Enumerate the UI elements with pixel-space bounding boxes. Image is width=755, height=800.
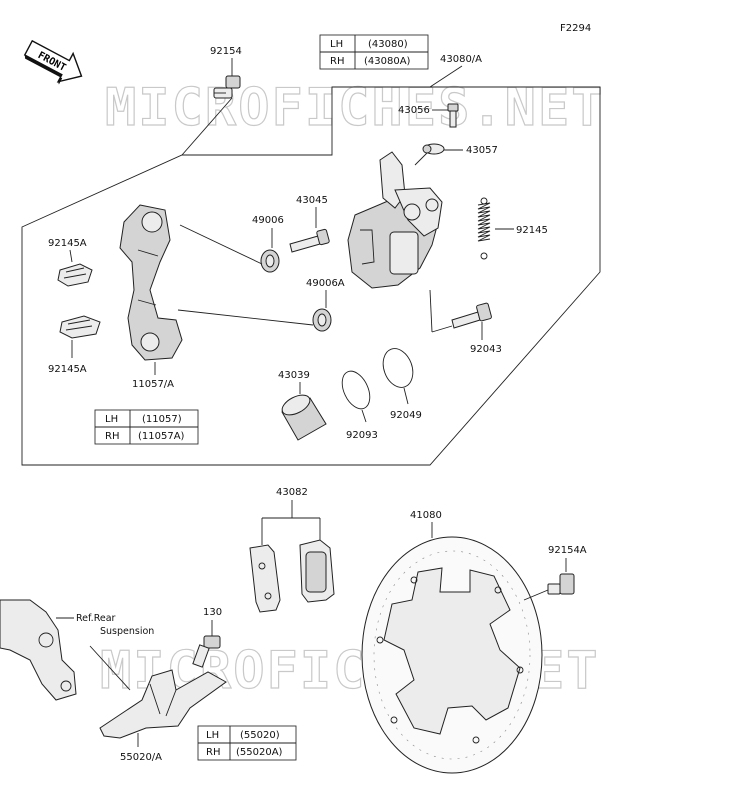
- caliper-rh-value: (43080A): [364, 56, 411, 67]
- label-11057A: 11057/A: [132, 379, 174, 390]
- label-92145A-top: 92145A: [48, 238, 87, 249]
- rear-suspension-ref: [0, 599, 77, 701]
- brake-pad-outer: [299, 539, 335, 603]
- seal-92049: [382, 348, 414, 388]
- ref-note-line2: Suspension: [100, 626, 154, 637]
- boot-49006: [260, 249, 280, 273]
- label-49006A: 49006A: [306, 278, 345, 289]
- label-92154A: 92154A: [548, 545, 587, 556]
- boot-49006A: [312, 308, 332, 332]
- cap-43057: [422, 143, 445, 155]
- bolt-92154A: [547, 573, 575, 595]
- pin-43045: [289, 228, 330, 253]
- diagram-id: F2294: [560, 23, 591, 34]
- caliper-lh-label: LH: [330, 39, 343, 50]
- caliper-group-frame: [21, 86, 601, 466]
- bracket-variant-table: LH (11057) RH (11057A): [94, 409, 199, 445]
- ref-note-line1: Ref.Rear: [76, 613, 116, 624]
- label-43039: 43039: [278, 370, 310, 381]
- caliper-body: [347, 151, 443, 289]
- label-92043: 92043: [470, 344, 502, 355]
- guard-variant-table: LH (55020) RH (55020A): [197, 725, 297, 761]
- clip-92145A-top: [57, 263, 93, 287]
- front-arrow-icon: FRONT: [23, 39, 83, 85]
- label-49006: 49006: [252, 215, 284, 226]
- guard-55020A: [99, 669, 227, 739]
- label-43082: 43082: [276, 487, 308, 498]
- bracket-lh-value: (11057): [142, 414, 182, 425]
- bracket-lh-label: LH: [105, 414, 118, 425]
- label-55020A: 55020/A: [120, 752, 162, 763]
- label-130: 130: [203, 607, 222, 618]
- label-43080A: 43080/A: [440, 54, 482, 65]
- piston-43039: [281, 394, 327, 441]
- label-92145: 92145: [516, 225, 548, 236]
- guard-rh-value: (55020A): [236, 747, 283, 758]
- label-92145A-bottom: 92145A: [48, 364, 87, 375]
- caliper-variant-table: LH (43080) RH (43080A): [319, 34, 429, 70]
- brake-pad-inner: [249, 544, 281, 613]
- label-43056: 43056: [398, 105, 430, 116]
- label-92049: 92049: [390, 410, 422, 421]
- spring-92145: [477, 197, 491, 260]
- guard-lh-value: (55020): [240, 730, 280, 741]
- bolt-92043: [451, 302, 492, 329]
- label-92154: 92154: [210, 46, 242, 57]
- guard-lh-label: LH: [206, 730, 219, 741]
- bracket-11057A: [119, 204, 183, 361]
- bolt-92154: [213, 75, 241, 99]
- bleeder-43056: [447, 103, 459, 128]
- watermark-top: MICROFICHES.NET: [105, 78, 605, 138]
- bolt-130: [192, 635, 221, 668]
- label-43045: 43045: [296, 195, 328, 206]
- clip-92145A-bottom: [59, 315, 101, 339]
- caliper-rh-label: RH: [330, 56, 344, 67]
- label-92093: 92093: [346, 430, 378, 441]
- brake-disc-41080: [361, 536, 543, 774]
- label-41080: 41080: [410, 510, 442, 521]
- bracket-rh-value: (11057A): [138, 431, 185, 442]
- bracket-rh-label: RH: [105, 431, 119, 442]
- guard-rh-label: RH: [206, 747, 220, 758]
- seal-92093: [341, 370, 371, 410]
- caliper-lh-value: (43080): [368, 39, 408, 50]
- label-43057: 43057: [466, 145, 498, 156]
